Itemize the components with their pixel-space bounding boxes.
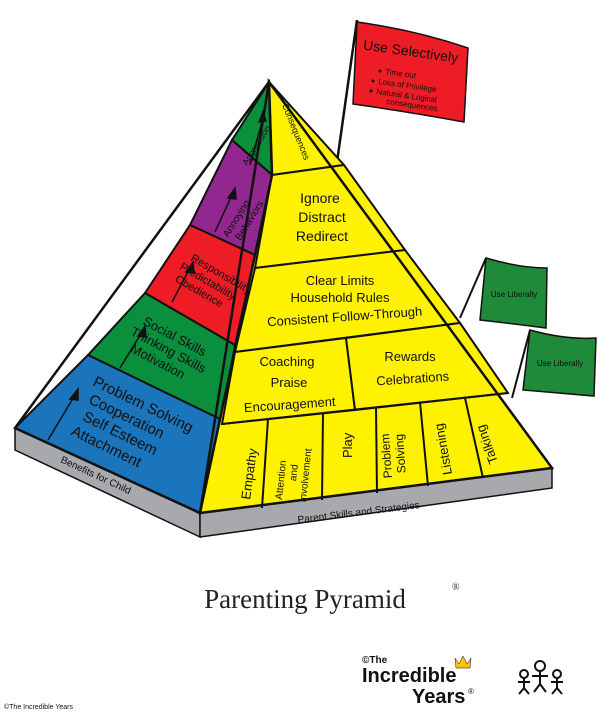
red-flag-pole: [335, 19, 359, 163]
incredible-years-logo: ©The Incredible Years ®: [362, 655, 474, 708]
bullet-2: [371, 79, 375, 83]
crown-icon: [454, 655, 472, 669]
label-coaching: Coaching Praise Encouragement: [243, 354, 336, 415]
left-face-outline: [13, 81, 271, 515]
green-flag-pole-bottom: [511, 329, 531, 399]
red-flag: Use Selectively Time out Loss of Privile…: [352, 21, 469, 123]
green-flag-top: Use Liberally: [479, 257, 548, 329]
green-flag-bottom-label: Use Liberally: [537, 359, 583, 368]
svg-text:Ignore: Ignore: [300, 190, 340, 206]
svg-text:Coaching: Coaching: [260, 354, 315, 369]
svg-text:Encouragement: Encouragement: [243, 394, 336, 415]
svg-text:Solving: Solving: [392, 434, 409, 474]
bottom-row-dividers: [221, 392, 509, 509]
svg-text:Celebrations: Celebrations: [376, 368, 450, 388]
label-ignore-distract-redirect: Ignore Distract Redirect: [296, 190, 348, 244]
label-empathy: Empathy: [238, 447, 260, 500]
bullet-1: [378, 69, 382, 73]
title-registered-mark: ®: [452, 582, 460, 593]
svg-text:Attention: Attention: [274, 460, 289, 500]
svg-text:Rewards: Rewards: [384, 349, 436, 364]
svg-text:Praise: Praise: [271, 375, 308, 390]
label-rewards: Rewards Celebrations: [376, 349, 450, 389]
svg-text:Clear Limits: Clear Limits: [306, 273, 375, 288]
svg-text:Redirect: Redirect: [296, 228, 348, 244]
label-attention: Attention and Involvement: [274, 448, 314, 503]
svg-text:and: and: [288, 464, 301, 482]
page-title: Parenting Pyramid: [204, 584, 406, 614]
svg-text:Incredible: Incredible: [362, 665, 456, 687]
green-flag-bottom: Use Liberally: [522, 329, 597, 397]
svg-text:Problem: Problem: [378, 433, 395, 479]
svg-text:Household Rules: Household Rules: [290, 290, 390, 305]
bullet-3: [369, 89, 373, 93]
svg-text:©The: ©The: [362, 655, 388, 666]
green-flag-pole-top: [459, 257, 487, 319]
label-problem-solving-parent: Problem Solving: [378, 433, 409, 479]
stick-family-icon: [518, 660, 563, 695]
label-play: Play: [340, 432, 355, 458]
copyright-text: ©The Incredible Years: [4, 703, 73, 711]
green-flag-top-label: Use Liberally: [491, 290, 537, 299]
svg-text:Years: Years: [412, 686, 465, 708]
svg-text:Distract: Distract: [298, 209, 346, 225]
red-flag-item-1: Time out: [385, 67, 418, 80]
svg-text:®: ®: [468, 687, 474, 696]
